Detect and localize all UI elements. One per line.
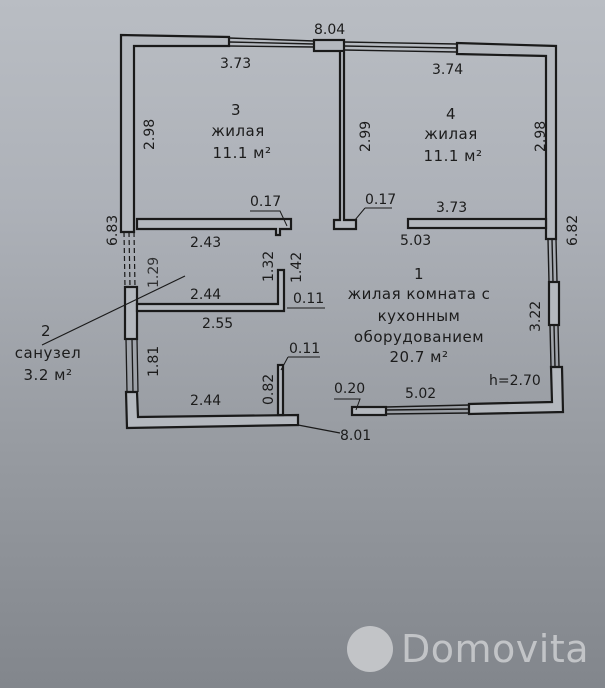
svg-text:3.2 м²: 3.2 м² (24, 366, 73, 384)
bathroom-leader-line (41, 275, 186, 346)
svg-text:11.1 м²: 11.1 м² (213, 144, 272, 162)
outer-wall-bottom-right (467, 365, 565, 416)
ceiling-height: h=2.70 (489, 373, 541, 389)
dim-room4-width: 3.74 (432, 62, 463, 78)
window-bottom (385, 404, 470, 415)
outer-wall-top-left (119, 33, 231, 234)
leader-0-17-left (250, 210, 288, 227)
outer-wall-top-mid (312, 38, 346, 53)
svg-text:оборудованием: оборудованием (354, 328, 484, 346)
svg-text:4: 4 (446, 105, 456, 123)
dim-room4-height-left: 2.99 (358, 121, 374, 152)
svg-text:жилая комната с: жилая комната с (348, 285, 491, 303)
outer-wall-left-mid (123, 285, 139, 341)
room-2-label: 2 санузел 3.2 м² (15, 322, 81, 384)
dim-bottom-length: 8.01 (340, 428, 371, 444)
svg-text:3: 3 (231, 101, 241, 119)
domovita-watermark: Domovita (347, 626, 589, 672)
dim-hall-wall-thickness: 0.11 (289, 341, 320, 357)
partition-bath-top (135, 268, 286, 313)
partition-room3-bottom (135, 217, 293, 237)
dim-bath-height-outer: 1.42 (289, 252, 305, 283)
dim-partition-mid: 0.17 (365, 192, 396, 208)
window-left-lower (125, 338, 139, 393)
dim-bath-bottom-width: 2.55 (202, 316, 233, 332)
dim-bath-wall-thickness: 0.11 (293, 291, 324, 307)
dim-entry-wall: 0.20 (334, 381, 365, 397)
window-left-upper (123, 231, 136, 288)
leader-0-17-mid (354, 207, 392, 221)
dim-room3-width: 3.73 (220, 56, 251, 72)
window-top-right (343, 41, 458, 53)
outer-wall-bottom-left (124, 390, 300, 430)
partition-room4-bottom (406, 217, 548, 230)
dim-window-left-upper: 1.29 (146, 257, 162, 288)
outer-wall-right-mid (547, 280, 561, 327)
leader-8-01 (297, 424, 341, 434)
svg-text:жилая: жилая (424, 125, 478, 143)
window-top-left (228, 37, 315, 48)
dim-right-height: 6.82 (565, 215, 581, 246)
svg-text:11.1 м²: 11.1 м² (424, 147, 483, 165)
svg-text:1: 1 (414, 265, 424, 283)
dim-top-length: 8.04 (314, 22, 345, 38)
entry-wall-stub (350, 405, 388, 417)
svg-text:кухонным: кухонным (378, 307, 461, 325)
window-right-upper (547, 238, 558, 283)
partition-hall-stub (276, 363, 285, 417)
room-1-label: 1 жилая комната с кухонным оборудованием… (348, 265, 491, 366)
dim-window-right: 3.22 (528, 301, 544, 332)
svg-text:жилая: жилая (211, 122, 265, 140)
partition-room3-room4 (332, 52, 358, 231)
dim-bath-height-inner: 1.32 (261, 251, 277, 282)
watermark-text: Domovita (401, 627, 590, 671)
dim-room1-width-top: 5.03 (400, 233, 431, 249)
logo-circle-icon (347, 626, 393, 672)
dim-partition-left: 0.17 (250, 194, 281, 210)
dim-room1-width-bottom: 5.02 (405, 386, 436, 402)
svg-text:2: 2 (41, 322, 51, 340)
svg-text:20.7 м²: 20.7 м² (390, 348, 449, 366)
dim-room3-bottom-width: 2.43 (190, 235, 221, 251)
dim-room4-bottom-width: 3.73 (436, 200, 467, 216)
svg-text:санузел: санузел (15, 344, 81, 362)
room-3-label: 3 жилая 11.1 м² (211, 101, 271, 162)
dim-bath-top-width: 2.44 (190, 287, 221, 303)
dim-hall-wall-height: 0.82 (261, 374, 277, 405)
dim-room3-height: 2.98 (142, 119, 158, 150)
leader-0-20 (334, 398, 361, 411)
dim-window-left-lower: 1.81 (146, 346, 162, 377)
room-4-label: 4 жилая 11.1 м² (424, 105, 483, 165)
leader-0-11-hall (280, 356, 320, 371)
dim-room4-height-right: 2.98 (533, 121, 549, 152)
window-right-lower (549, 324, 560, 368)
dim-left-height: 6.83 (105, 215, 121, 246)
dim-hall-width: 2.44 (190, 393, 221, 409)
